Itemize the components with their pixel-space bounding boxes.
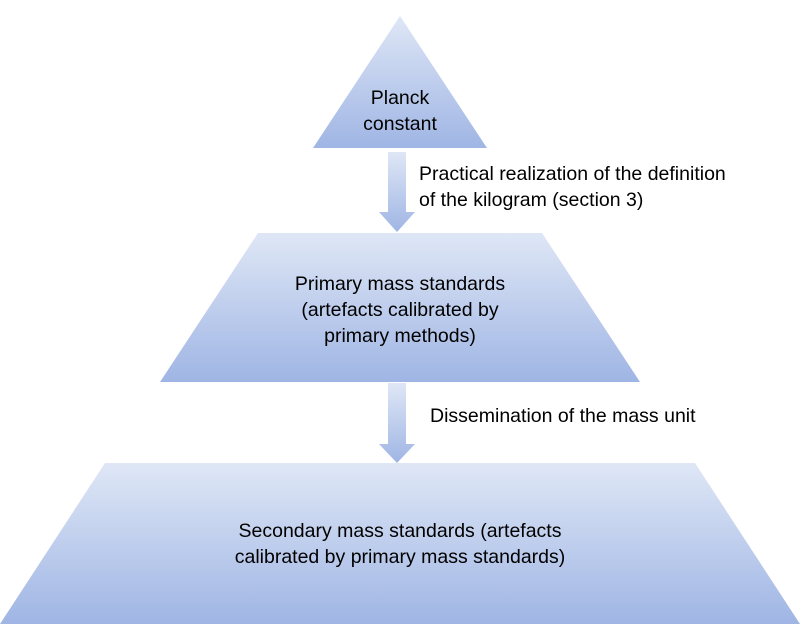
- arrow-1-label: Practical realization of the definition …: [419, 161, 794, 213]
- arrow-2-label: Dissemination of the mass unit: [430, 403, 750, 429]
- level-3-line: Secondary mass standards (artefacts: [238, 520, 562, 542]
- level-3-label: Secondary mass standards (artefacts cali…: [180, 518, 620, 570]
- level-2-label: Primary mass standards (artefacts calibr…: [250, 271, 550, 349]
- level-2-line: Primary mass standards: [294, 273, 506, 295]
- pyramid-level-3-trapezoid: [0, 463, 800, 624]
- arrow-1-line: Practical realization of the definition: [419, 163, 726, 185]
- arrow-down-2: [379, 383, 415, 463]
- level-2-line: (artefacts calibrated by: [301, 299, 499, 321]
- arrow-down-1: [379, 152, 415, 232]
- arrow-2-line: Dissemination of the mass unit: [430, 405, 696, 427]
- level-1-label: Planck constant: [340, 85, 460, 137]
- pyramid-level-1-triangle: [313, 16, 487, 148]
- level-1-line: Planck: [370, 87, 430, 109]
- level-3-line: calibrated by primary mass standards): [234, 546, 566, 568]
- pyramid-level-2-trapezoid: [160, 233, 640, 382]
- level-1-line: constant: [363, 113, 437, 135]
- arrow-1-line: of the kilogram (section 3): [419, 189, 644, 211]
- level-2-line: primary methods): [324, 325, 476, 347]
